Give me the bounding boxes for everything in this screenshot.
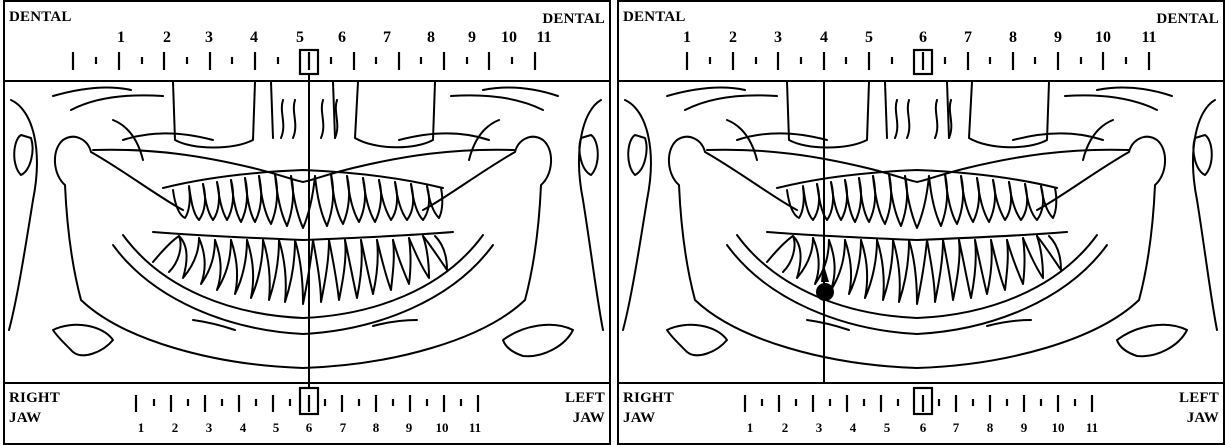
bottom-ruler	[136, 395, 478, 412]
jaw-diagram	[617, 0, 1225, 445]
panel-left: DENTAL DENTAL 1 2 3 4 5 6 7 8 9 10 11 RI…	[3, 0, 609, 445]
top-ruler	[73, 52, 535, 70]
lesion-marker	[816, 283, 834, 301]
bottom-ruler	[745, 395, 1092, 412]
panel-right: DENTAL DENTAL 1 2 3 4 5 6 7 8 9 10 11 RI…	[617, 0, 1223, 445]
panoramic-jaw-outline	[623, 82, 1217, 368]
top-ruler	[687, 52, 1149, 70]
jaw-diagram	[3, 0, 611, 445]
panoramic-jaw-outline	[9, 82, 603, 368]
